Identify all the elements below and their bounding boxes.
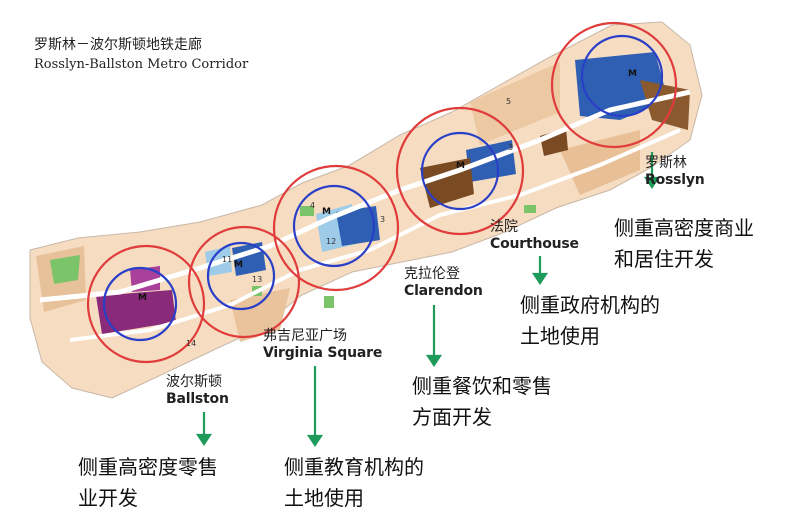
corridor-road xyxy=(39,89,691,303)
block-number: 4 xyxy=(310,201,315,210)
station-label-courthouse: 法院 Courthouse xyxy=(490,219,579,252)
commercial-zone xyxy=(336,206,380,246)
block-number: 3 xyxy=(508,143,513,152)
arrow-down-icon xyxy=(643,152,661,189)
station-ring-ballston xyxy=(86,244,206,364)
metro-icon: M xyxy=(628,69,637,79)
station-label-rosslyn: 罗斯林 Rosslyn xyxy=(645,155,705,188)
station-label-virginia-square: 弗吉尼亚广场 Virginia Square xyxy=(263,328,383,361)
station-desc-ballston: 侧重高密度零售 业开发 xyxy=(78,455,218,510)
map-title-en: Rosslyn-Ballston Metro Corridor xyxy=(34,57,249,72)
arrow-down-icon xyxy=(306,366,324,447)
arrow-down-icon xyxy=(195,412,213,446)
station-desc-clarendon: 侧重餐饮和零售 方面开发 xyxy=(412,374,552,429)
map-title-cn: 罗斯林－波尔斯顿地铁走廊 xyxy=(34,37,202,53)
block-number: 11 xyxy=(222,255,232,264)
station-ring-rosslyn xyxy=(550,21,678,149)
block-number: 14 xyxy=(186,339,196,348)
arrow-down-icon xyxy=(425,305,443,367)
metro-icon: M xyxy=(456,161,465,171)
station-desc-virginia-square: 侧重教育机构的 土地使用 xyxy=(284,455,424,510)
station-ring-clarendon xyxy=(272,164,400,292)
residential-zone xyxy=(470,62,560,145)
station-desc-rosslyn: 侧重高密度商业 和居住开发 xyxy=(614,216,754,271)
arrow-down-icon xyxy=(531,256,549,285)
corridor-road xyxy=(69,128,681,342)
station-label-clarendon: 克拉伦登 Clarendon xyxy=(404,266,483,299)
metro-icon: M xyxy=(322,207,331,217)
block-number: 5 xyxy=(506,97,511,106)
station-desc-courthouse: 侧重政府机构的 土地使用 xyxy=(520,293,660,348)
park-zone xyxy=(524,205,536,213)
metro-icon: M xyxy=(234,260,243,270)
station-ring-courthouse xyxy=(395,106,525,236)
retail-zone xyxy=(96,290,176,334)
block-number: 13 xyxy=(252,275,262,284)
park-zone xyxy=(50,255,80,284)
station-ring-virginia-square xyxy=(187,225,301,339)
block-number: 12 xyxy=(326,237,336,246)
park-zone xyxy=(300,206,314,216)
station-label-ballston: 波尔斯顿 Ballston xyxy=(166,374,229,407)
metro-icon: M xyxy=(138,293,147,303)
block-number: 3 xyxy=(380,215,385,224)
park-zone xyxy=(324,296,334,308)
